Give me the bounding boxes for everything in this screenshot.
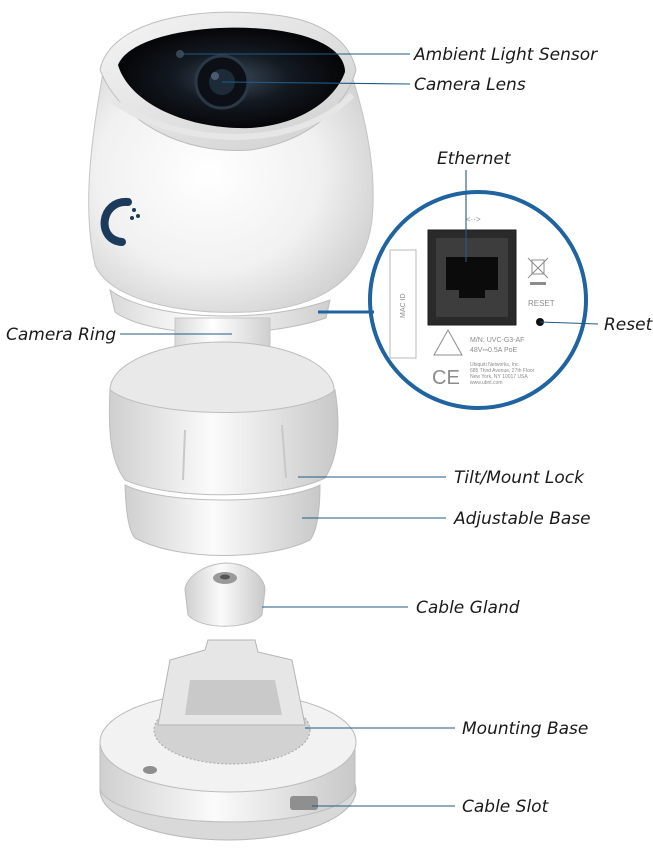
callout-labels: Ambient Light Sensor Camera Lens Etherne…	[6, 45, 653, 817]
address-line-1: 685 Third Avenue, 27th Floor	[470, 368, 535, 374]
address-line-2: New York, NY 10017 USA	[470, 374, 528, 380]
cable-slot	[290, 796, 318, 810]
label-camera-lens: Camera Lens	[414, 75, 526, 95]
camera-back-inset: MAC ID <··> RESET M/N: UVC-G3-AF 48V⎓0.5…	[368, 190, 588, 410]
mac-id-text: MAC ID	[400, 294, 407, 319]
label-ethernet: Ethernet	[437, 149, 512, 169]
ubiquiti-logo	[100, 198, 140, 246]
ce-mark: CE	[432, 367, 460, 389]
cable-gland	[184, 562, 266, 627]
company-text: Ubiquiti Networks, Inc.	[470, 362, 520, 368]
mac-id-label-area	[389, 249, 417, 359]
tilt-mount-lock	[108, 389, 339, 496]
label-camera-ring: Camera Ring	[6, 325, 116, 345]
reset-text: RESET	[528, 299, 555, 308]
mounting-base	[99, 639, 357, 841]
weee-icon	[527, 257, 549, 285]
leader-lines	[120, 53, 599, 807]
camera-ring	[109, 288, 331, 334]
label-cable-slot: Cable Slot	[462, 797, 550, 817]
camera-head	[88, 11, 374, 334]
label-tilt-mount-lock: Tilt/Mount Lock	[454, 468, 585, 488]
rcm-icon	[433, 328, 463, 356]
label-mounting-base: Mounting Base	[462, 719, 588, 739]
website-text: www.ubnt.com	[470, 380, 503, 386]
label-ambient-light-sensor: Ambient Light Sensor	[413, 45, 598, 65]
power-text: 48V⎓0.5A PoE	[470, 347, 518, 354]
label-cable-gland: Cable Gland	[416, 598, 520, 618]
tilt-mount-assembly	[108, 317, 339, 556]
port-symbol-text: <··>	[466, 215, 481, 224]
model-text: M/N: UVC-G3-AF	[470, 337, 524, 344]
label-adjustable-base: Adjustable Base	[453, 509, 591, 529]
adjustable-base	[124, 484, 321, 556]
label-reset: Reset	[604, 315, 653, 335]
